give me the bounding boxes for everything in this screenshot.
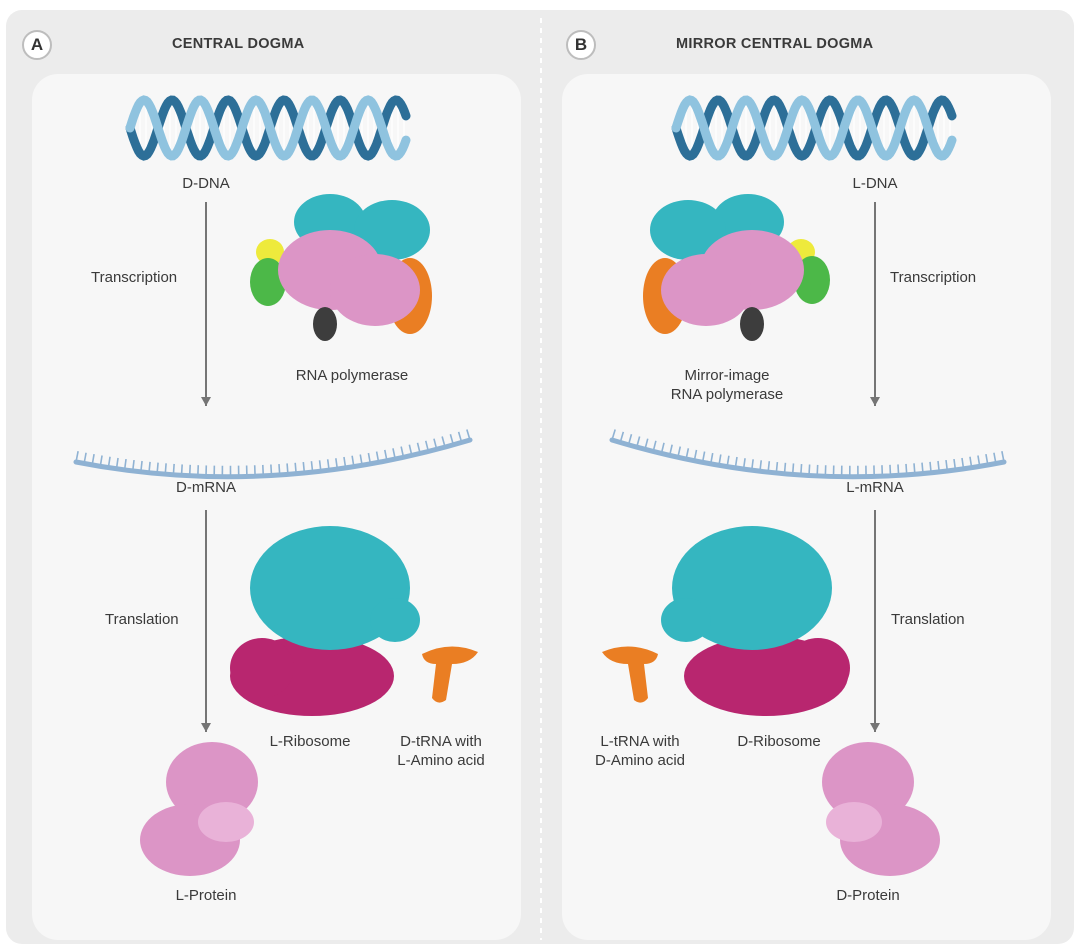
rna-polymerase-label-a: RNA polymerase <box>295 367 409 384</box>
mrna-strand-a <box>73 429 473 480</box>
dna-helix-a <box>125 95 411 161</box>
translation-label-a: Translation <box>105 611 179 628</box>
mrna-label-a: D-mRNA <box>175 479 237 496</box>
protein-structure-b <box>822 742 940 876</box>
trna-structure-b <box>602 646 658 703</box>
trna-label-a-line2: L-Amino acid <box>397 752 485 769</box>
rna-polymerase-structure-a <box>250 194 432 341</box>
ribosome-structure-a <box>230 526 420 716</box>
trna-label-a-line1: D-tRNA with <box>400 733 482 750</box>
rna-polymerase-label-b-line1: Mirror-image <box>684 367 770 384</box>
trna-label-b-line1: L-tRNA with <box>600 733 680 750</box>
mrna-strand-b <box>609 429 1007 480</box>
dna-label-b: L-DNA <box>852 175 898 192</box>
trna-structure-a <box>422 646 478 703</box>
transcription-label-b: Transcription <box>890 269 977 286</box>
rna-polymerase-label-b-line2: RNA polymerase <box>670 386 784 403</box>
panel-a-title: CENTRAL DOGMA <box>172 36 305 52</box>
ribosome-label-a: L-Ribosome <box>269 733 351 750</box>
ribosome-label-b: D-Ribosome <box>737 733 821 750</box>
panel-a-body <box>32 74 521 940</box>
panel-b-badge: B <box>566 30 596 60</box>
dna-label-a: D-DNA <box>182 175 230 192</box>
protein-label-a: L-Protein <box>175 887 237 904</box>
protein-structure-a <box>140 742 258 876</box>
panel-b-title: MIRROR CENTRAL DOGMA <box>676 36 874 52</box>
trna-label-b-line2: D-Amino acid <box>594 752 686 769</box>
ribosome-structure-b <box>661 526 850 716</box>
rna-polymerase-structure-b <box>643 194 830 341</box>
translation-label-b: Translation <box>891 611 965 628</box>
transcription-label-a: Transcription <box>91 269 178 286</box>
dna-helix-b <box>671 95 957 161</box>
panel-a-badge: A <box>22 30 52 60</box>
panel-b-body <box>562 74 1051 940</box>
protein-label-b: D-Protein <box>836 887 900 904</box>
mrna-label-b: L-mRNA <box>846 479 904 496</box>
